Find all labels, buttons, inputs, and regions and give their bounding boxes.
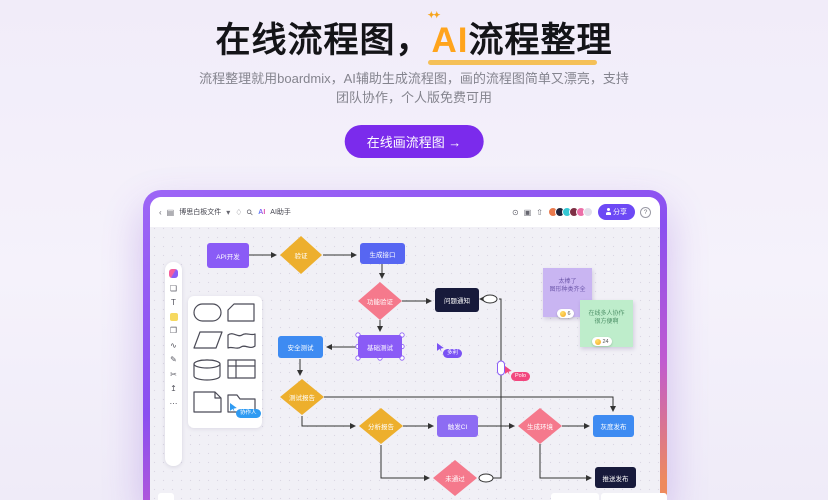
topbar-right-group: ⊙ ▣ ⇧ 分享 ? [512,204,651,220]
emoji-icon [560,310,566,317]
collaborator-cursor: 多利 [437,343,463,358]
reaction-count: 6 [567,310,571,317]
ai-logo-icon: AI [258,208,266,216]
shape-table[interactable] [227,359,256,379]
minimap-fragment [601,493,667,500]
node-gen-api[interactable]: 生成接口 [360,243,405,264]
left-toolbar: ❏ T ❐ ∿ ✎ ✂ ↥ ⋯ [165,262,182,466]
share-button[interactable]: 分享 [598,204,635,220]
cta-draw-flowchart-button[interactable]: 在线画流程图 → [344,125,484,158]
pen-tool-icon[interactable]: ✎ [170,355,177,364]
cursor-arrow-icon [437,343,444,352]
scissors-tool-icon[interactable]: ✂ [170,369,177,379]
title-ai: AI✦✦ [427,10,469,60]
cursor-arrow-icon [230,403,237,412]
tag-icon[interactable]: ♢ [235,207,243,217]
shape-cylinder-top [193,359,221,369]
editor-topbar: ‹ ▤ 博思白板文件 ▾ ♢ ⚲ AI AI助手 ⊙ ▣ ⇧ [150,197,660,227]
shape-stadium[interactable] [193,303,222,322]
search-icon[interactable]: ⚲ [245,206,256,218]
connector-tool-icon[interactable]: ∿ [170,340,177,350]
shape-parallelogram[interactable] [193,331,223,349]
cursor-label: 多利 [443,349,463,358]
node-gray-release[interactable]: 灰度发布 [593,415,634,437]
page-title: 在线流程图，AI✦✦流程整理 [0,10,828,65]
shape-library-panel [188,296,262,428]
cursor-label: 协作人 [236,409,261,418]
present-icon[interactable]: ⊙ [512,207,519,217]
topbar-left-group: ‹ ▤ 博思白板文件 ▾ ♢ ⚲ AI AI助手 [159,206,291,218]
emoji-icon [595,338,601,345]
share-label: 分享 [613,209,627,216]
upload-tool-icon[interactable]: ↥ [170,384,177,393]
sticky-text: 图形种类齐全 [549,287,586,293]
sticky-text: 太棒了 [558,279,577,285]
node-notify[interactable]: 问题通知 [435,288,479,312]
bottom-toolbar-fragment [158,493,174,500]
node-push-release[interactable]: 推送发布 [595,467,636,488]
subtitle-line2: 团队协作，个人版免费可用 [335,90,492,105]
shape-note-fold [214,392,221,399]
node-trigger-ci[interactable]: 触发CI [437,415,478,437]
frame-tool-icon[interactable]: ❏ [169,283,178,293]
bottom-toolbar-fragment [551,493,599,500]
title-prefix: 在线流程图， [215,21,432,60]
editor-mockup: ‹ ▤ 博思白板文件 ▾ ♢ ⚲ AI AI助手 ⊙ ▣ ⇧ [143,190,667,500]
back-icon[interactable]: ‹ [159,207,162,217]
ai-assistant-button[interactable]: AI助手 [270,209,291,216]
node-api[interactable]: API开发 [207,243,249,268]
comment-icon[interactable]: ▣ [523,207,532,217]
text-tool-icon[interactable]: T [171,298,176,307]
title-underline [427,60,597,65]
person-icon [606,208,611,215]
reaction-count: 24 [602,338,609,345]
collaborator-cursor: 协作人 [230,403,261,418]
cursor-arrow-icon [505,366,512,375]
title-suffix: 流程整理 [468,21,613,60]
shape-tape[interactable] [227,333,256,349]
sparkle-icon: ✦✦ [427,10,441,20]
collaborator-avatars [548,207,593,217]
node-safe-test[interactable]: 安全测试 [278,336,323,358]
document-icon: ▤ [166,207,175,217]
title-highlight-group: AI✦✦流程整理 [427,10,613,65]
subtitle-line1: 流程整理就用boardmix，AI辅助生成流程图，画的流程图简单又漂亮，支持 [199,71,629,86]
document-title[interactable]: 博思白板文件 [179,209,222,216]
avatar-more[interactable] [583,207,593,217]
select-tool-icon[interactable] [169,269,178,278]
more-tools-icon[interactable]: ⋯ [169,398,178,408]
chevron-down-icon[interactable]: ▾ [226,207,231,217]
shape-library [193,303,256,413]
shapes-tool-icon[interactable]: ❐ [169,326,178,335]
cursor-label: Polo [511,372,531,381]
reaction-badge[interactable]: 6 [557,309,574,318]
sticky-text: 很方便啊 [594,319,619,325]
help-icon[interactable]: ? [640,206,651,218]
node-base-test[interactable]: 基础测试 [358,335,402,358]
sticky-text: 在线多人协作 [588,311,625,317]
shape-note[interactable] [193,391,222,413]
reaction-badge[interactable]: 24 [592,337,612,346]
shape-card[interactable] [227,303,255,322]
export-icon[interactable]: ⇧ [536,207,543,217]
hero-subtitle: 流程整理就用boardmix，AI辅助生成流程图，画的流程图简单又漂亮，支持 团… [0,69,828,107]
sticky-note-tool-icon[interactable] [169,312,178,321]
collaborator-cursor: Polo [505,366,531,381]
